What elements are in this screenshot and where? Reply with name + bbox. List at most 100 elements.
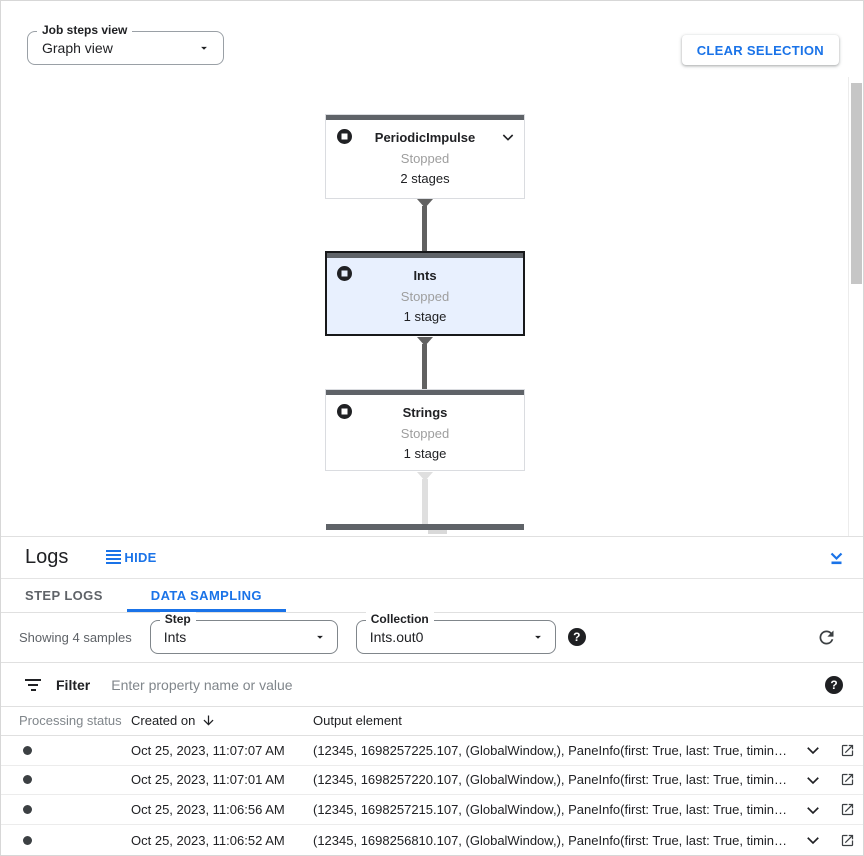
output-element-cell: (12345, 1698257225.107, (GlobalWindow,),… xyxy=(313,742,795,758)
step-select-value: Ints xyxy=(163,629,187,646)
job-steps-view-label: Job steps view xyxy=(37,23,133,37)
output-element-cell: (12345, 1698257215.107, (GlobalWindow,),… xyxy=(313,802,795,818)
open-in-new-icon xyxy=(841,744,853,756)
node-top-bar xyxy=(327,253,523,258)
stop-status-icon xyxy=(337,266,352,281)
tab-step-logs[interactable]: STEP LOGS xyxy=(25,587,103,603)
dropdown-arrow-icon xyxy=(316,636,323,640)
open-in-new-button[interactable] xyxy=(831,802,863,817)
filter-icon xyxy=(25,678,41,691)
chevron-down-icon xyxy=(807,806,819,814)
collection-select-value: Ints.out0 xyxy=(369,629,424,646)
edge-arrow xyxy=(417,337,433,346)
edge-line xyxy=(422,206,427,251)
refresh-icon xyxy=(819,630,834,645)
table-row[interactable]: Oct 25, 2023, 11:07:07 AM (12345, 169825… xyxy=(1,736,863,766)
created-on-cell: Oct 25, 2023, 11:06:52 AM xyxy=(131,832,285,848)
processing-status-dot xyxy=(23,835,32,845)
open-in-new-button[interactable] xyxy=(831,833,863,848)
processing-status-dot xyxy=(23,745,32,755)
column-processing-status: Processing status xyxy=(19,713,122,729)
node-title: Strings xyxy=(402,405,448,420)
clear-selection-button[interactable]: CLEAR SELECTION xyxy=(681,35,839,65)
graph-node-periodicimpulse[interactable]: PeriodicImpulse Stopped 2 stages xyxy=(325,114,525,199)
graph-scrollbar[interactable] xyxy=(848,77,863,536)
graph-scrollbar-thumb[interactable] xyxy=(851,83,862,284)
output-element-cell: (12345, 1698256810.107, (GlobalWindow,),… xyxy=(313,832,795,848)
partial-node-top-bar xyxy=(326,524,524,530)
processing-status-dot xyxy=(23,805,32,815)
created-on-cell: Oct 25, 2023, 11:06:56 AM xyxy=(131,802,285,818)
collection-select[interactable]: Collection Ints.out0 xyxy=(355,612,556,655)
logs-title: Logs xyxy=(25,545,69,568)
open-in-new-button[interactable] xyxy=(831,743,863,758)
node-title: PeriodicImpulse xyxy=(374,130,476,145)
node-stages: 1 stage xyxy=(403,309,447,324)
node-status: Stopped xyxy=(400,289,450,304)
table-row[interactable]: Oct 25, 2023, 11:07:01 AM (12345, 169825… xyxy=(1,766,863,796)
column-output-element: Output element xyxy=(313,713,402,729)
graph-node-ints[interactable]: Ints Stopped 1 stage xyxy=(325,251,525,336)
collection-help-icon[interactable]: ? xyxy=(567,628,586,647)
node-top-bar xyxy=(326,115,524,120)
edge-arrow xyxy=(417,472,433,481)
node-stages: 2 stages xyxy=(400,171,450,186)
sort-descending-icon xyxy=(203,715,214,726)
stop-status-icon xyxy=(337,404,352,419)
filter-bar: Filter ? xyxy=(1,663,863,707)
chevron-down-icon xyxy=(807,837,819,845)
processing-status-dot xyxy=(23,775,32,785)
expand-row-button[interactable] xyxy=(795,831,831,849)
chevron-down-icon xyxy=(807,777,819,785)
expand-row-button[interactable] xyxy=(795,771,831,789)
hide-logs-button[interactable]: HIDE xyxy=(106,550,156,565)
job-steps-view-select[interactable]: Job steps view Graph view xyxy=(27,23,224,65)
step-select[interactable]: Step Ints xyxy=(149,612,338,655)
column-created-on[interactable]: Created on xyxy=(131,713,313,728)
filter-input[interactable] xyxy=(111,676,815,693)
output-element-cell: (12345, 1698257220.107, (GlobalWindow,),… xyxy=(313,772,795,788)
open-in-new-icon xyxy=(841,774,853,786)
step-select-label: Step xyxy=(159,612,196,627)
edge-line xyxy=(422,344,427,389)
edge-arrow xyxy=(417,199,433,208)
stop-status-icon xyxy=(337,129,352,144)
node-top-bar xyxy=(326,390,524,395)
refresh-button[interactable] xyxy=(816,627,837,648)
chevron-down-icon xyxy=(807,747,819,755)
logs-panel: Logs HIDE STEP LOGS DATA SAMPLING Showin… xyxy=(1,536,863,855)
collapse-panel-button[interactable] xyxy=(828,549,845,566)
logs-tabs: STEP LOGS DATA SAMPLING xyxy=(1,579,863,613)
table-header: Processing status Created on Output elem… xyxy=(1,707,863,736)
chevron-down-icon[interactable] xyxy=(500,129,516,145)
logs-header: Logs HIDE xyxy=(1,537,863,579)
partial-node-edge xyxy=(428,530,447,534)
graph-node-strings[interactable]: Strings Stopped 1 stage xyxy=(325,389,525,471)
sample-count-text: Showing 4 samples xyxy=(19,629,132,645)
collection-select-label: Collection xyxy=(365,612,434,627)
filter-label: Filter xyxy=(56,676,91,693)
node-stages: 1 stage xyxy=(403,446,447,461)
node-status: Stopped xyxy=(400,151,450,166)
open-in-new-icon xyxy=(841,804,853,816)
open-in-new-icon xyxy=(841,834,853,846)
expand-row-button[interactable] xyxy=(795,801,831,819)
edge-line xyxy=(422,479,428,524)
expand-row-button[interactable] xyxy=(795,741,831,759)
created-on-cell: Oct 25, 2023, 11:07:01 AM xyxy=(131,772,285,788)
chevron-down-underline-icon xyxy=(830,552,843,564)
open-in-new-button[interactable] xyxy=(831,772,863,787)
table-row[interactable]: Oct 25, 2023, 11:06:52 AM (12345, 169825… xyxy=(1,825,863,855)
table-row[interactable]: Oct 25, 2023, 11:06:56 AM (12345, 169825… xyxy=(1,795,863,826)
sampling-toolbar: Showing 4 samples Step Ints Collection I… xyxy=(1,612,863,664)
filter-help-icon[interactable]: ? xyxy=(825,675,843,694)
hide-label: HIDE xyxy=(124,549,157,565)
dropdown-arrow-icon xyxy=(201,46,207,50)
hide-panel-icon xyxy=(106,550,122,565)
job-steps-view-value: Graph view xyxy=(42,40,113,56)
dropdown-arrow-icon xyxy=(534,636,541,640)
created-on-cell: Oct 25, 2023, 11:07:07 AM xyxy=(131,742,285,758)
tab-data-sampling[interactable]: DATA SAMPLING xyxy=(126,579,287,612)
node-status: Stopped xyxy=(400,426,450,441)
